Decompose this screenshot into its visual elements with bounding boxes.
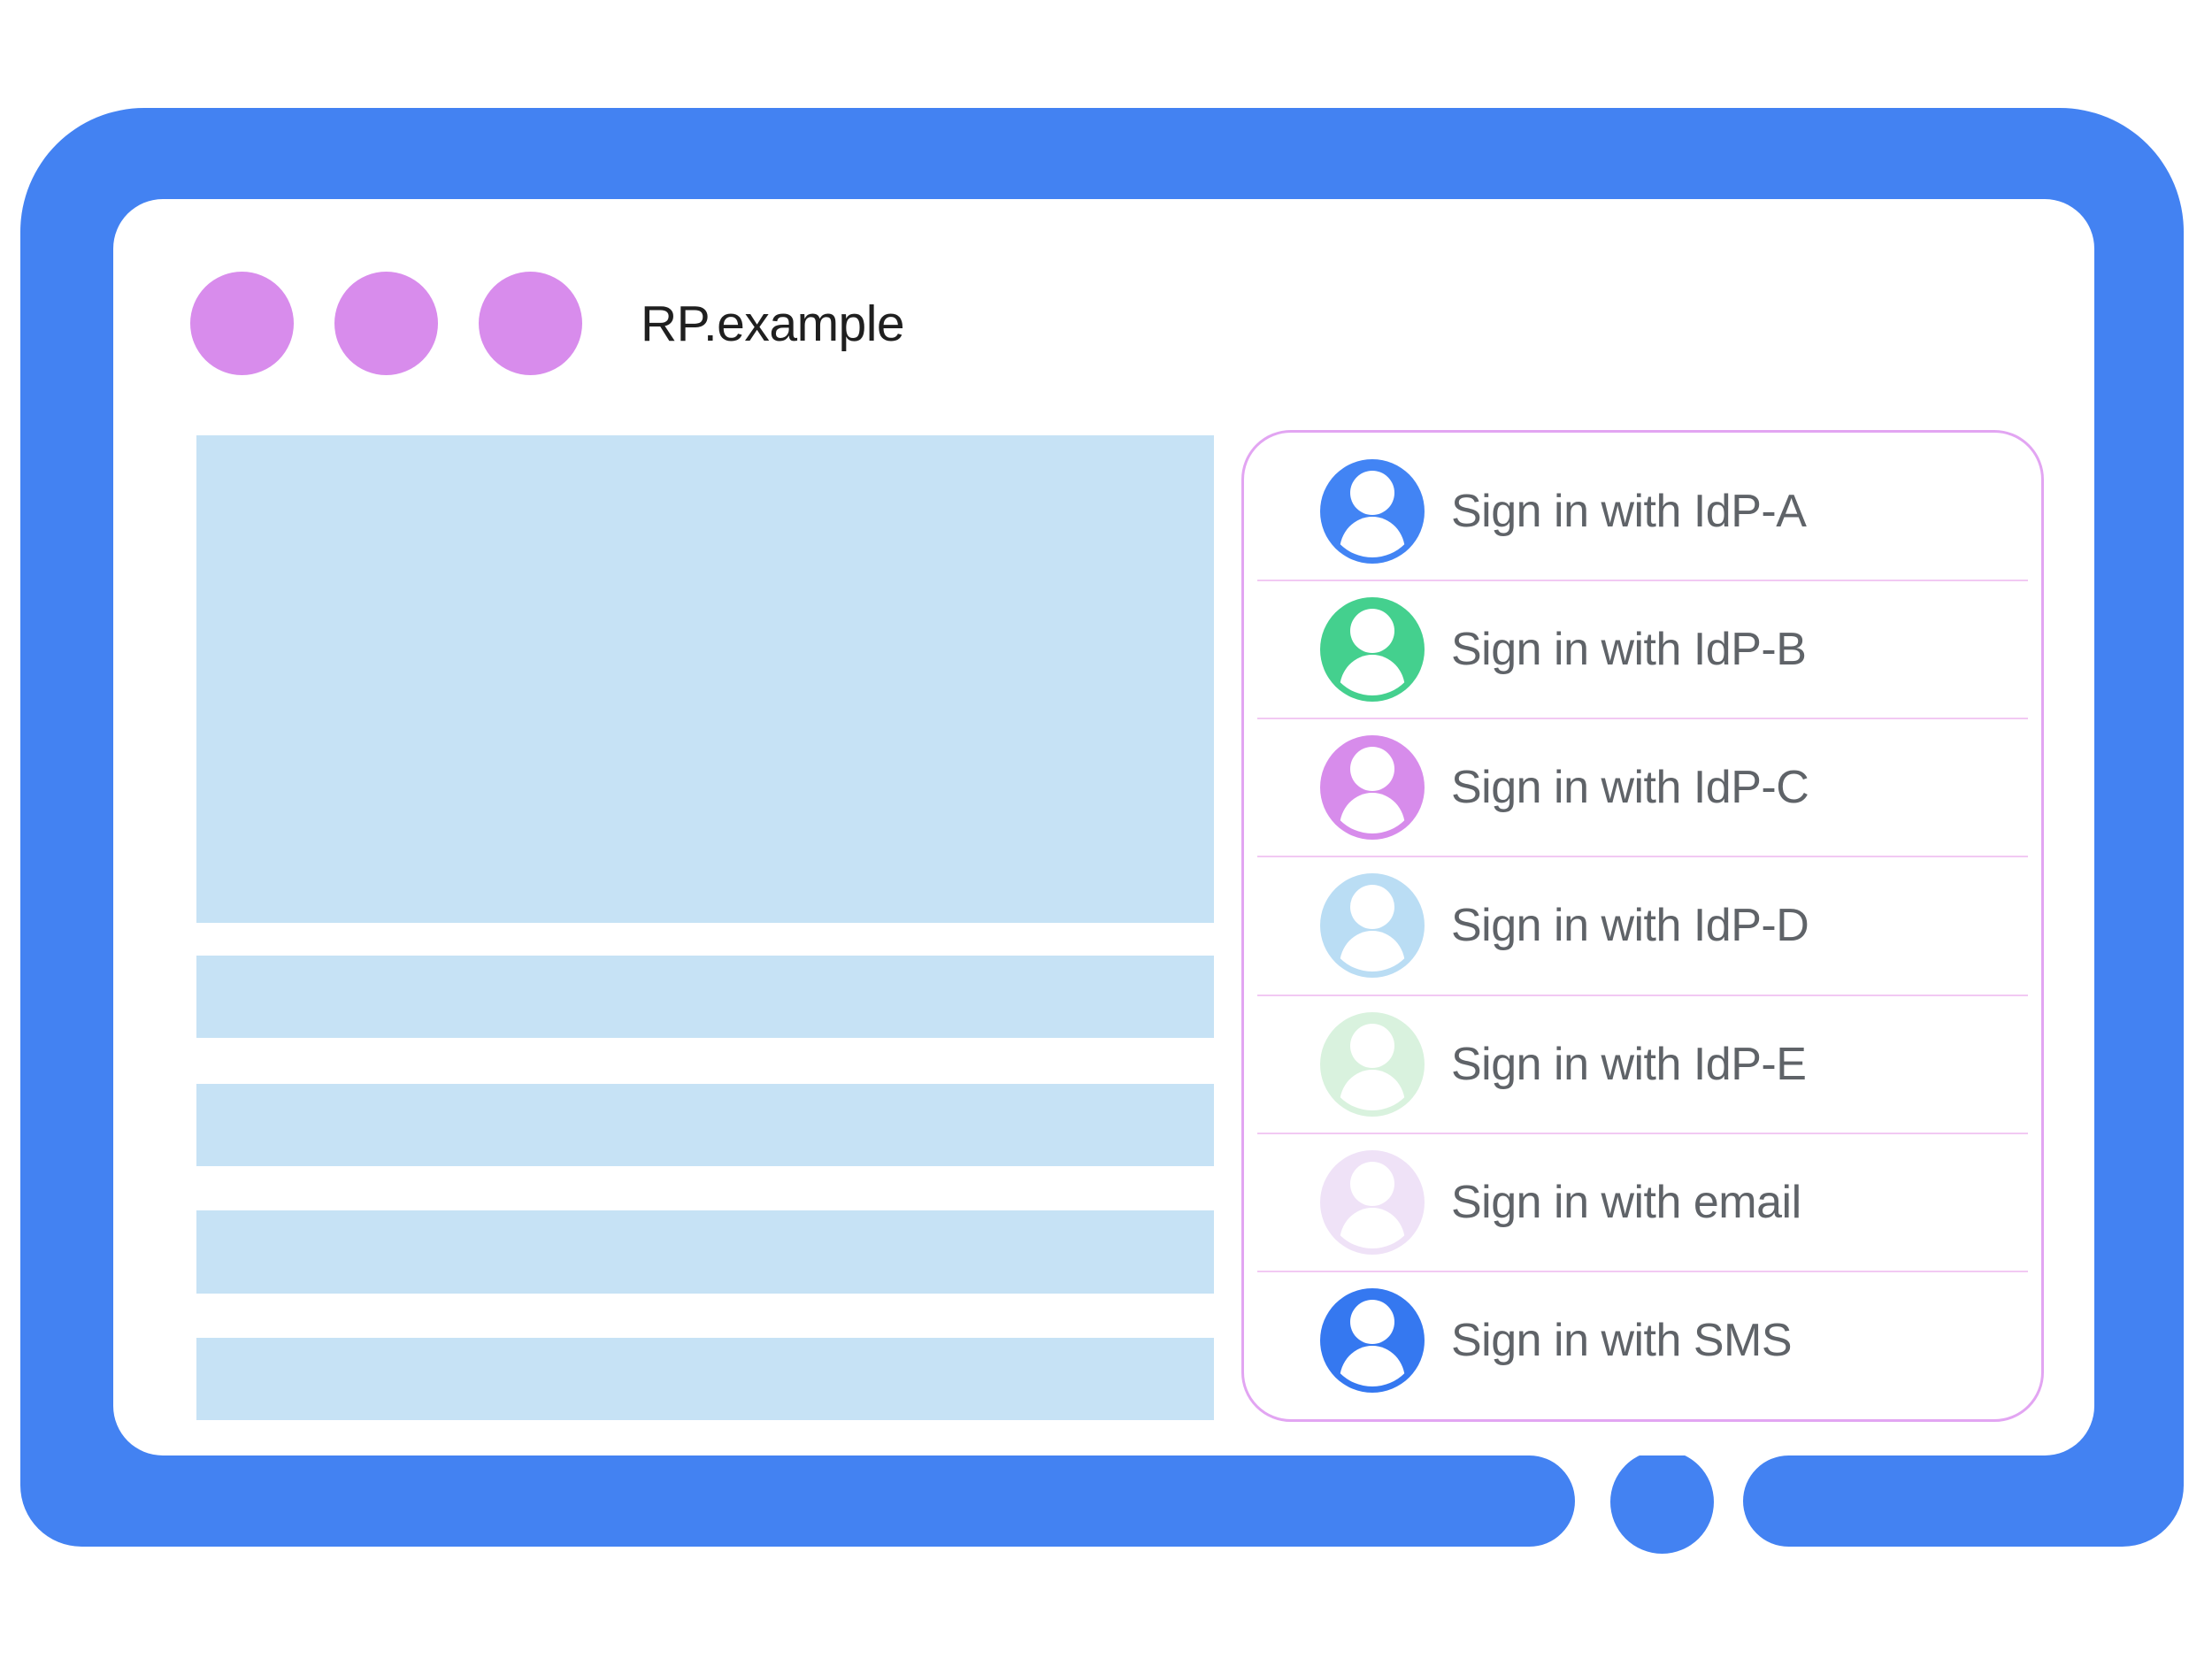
site-title: RP.example bbox=[641, 296, 905, 352]
person-avatar-icon bbox=[1320, 873, 1425, 979]
signin-option[interactable]: Sign in with email bbox=[1257, 1134, 2028, 1272]
device-frame-bottom-bar-right bbox=[1743, 1455, 2184, 1547]
content-placeholder-line bbox=[196, 1210, 1214, 1294]
signin-panel: Sign in with IdP-A Sign in with IdP-B Si… bbox=[1241, 430, 2044, 1422]
signin-option[interactable]: Sign in with IdP-D bbox=[1257, 857, 2028, 996]
signin-option-label: Sign in with IdP-C bbox=[1451, 762, 1809, 814]
signin-option-label: Sign in with SMS bbox=[1451, 1314, 1793, 1366]
window-control-dot[interactable] bbox=[190, 272, 294, 375]
signin-option[interactable]: Sign in with IdP-E bbox=[1257, 996, 2028, 1134]
window-control-dot[interactable] bbox=[334, 272, 438, 375]
signin-option-label: Sign in with IdP-D bbox=[1451, 900, 1809, 952]
person-avatar-icon bbox=[1320, 735, 1425, 841]
signin-option[interactable]: Sign in with IdP-C bbox=[1257, 719, 2028, 858]
device-frame-bottom-bar-left bbox=[20, 1455, 1575, 1547]
signin-option-label: Sign in with IdP-A bbox=[1451, 486, 1807, 538]
person-avatar-icon bbox=[1320, 1011, 1425, 1117]
content-placeholder-line bbox=[196, 1338, 1214, 1420]
signin-option-label: Sign in with IdP-E bbox=[1451, 1038, 1807, 1090]
signin-option-label: Sign in with IdP-B bbox=[1451, 624, 1807, 676]
content-placeholder-line bbox=[196, 1084, 1214, 1166]
signin-option[interactable]: Sign in with IdP-B bbox=[1257, 581, 2028, 720]
window-control-dot[interactable] bbox=[479, 272, 582, 375]
home-button[interactable] bbox=[1610, 1450, 1714, 1554]
signin-option[interactable]: Sign in with SMS bbox=[1257, 1272, 2028, 1409]
signin-options-list: Sign in with IdP-A Sign in with IdP-B Si… bbox=[1244, 433, 2041, 1419]
person-avatar-icon bbox=[1320, 459, 1425, 565]
signin-option[interactable]: Sign in with IdP-A bbox=[1257, 443, 2028, 582]
content-placeholder-hero bbox=[196, 435, 1214, 923]
content-placeholder-line bbox=[196, 956, 1214, 1038]
person-avatar-icon bbox=[1320, 597, 1425, 703]
signin-option-label: Sign in with email bbox=[1451, 1176, 1801, 1228]
person-avatar-icon bbox=[1320, 1287, 1425, 1393]
person-avatar-icon bbox=[1320, 1149, 1425, 1255]
